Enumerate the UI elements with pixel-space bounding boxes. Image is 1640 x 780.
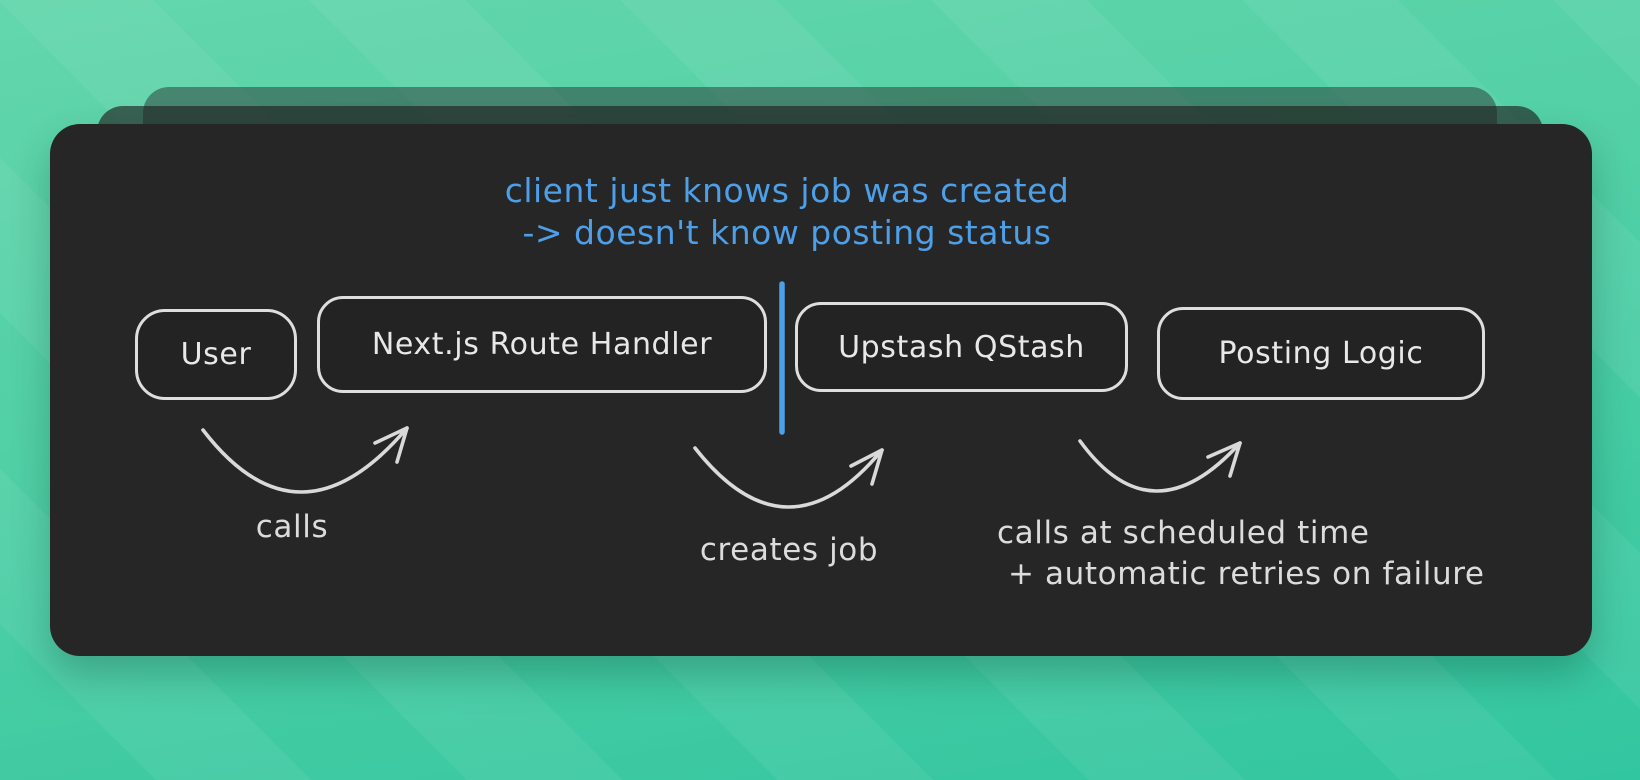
edge-label-calls: calls — [255, 509, 329, 545]
node-user-label: User — [180, 337, 252, 372]
node-route-handler: Next.js Route Handler — [317, 296, 767, 393]
edge-label-creates-job: creates job — [699, 532, 879, 568]
annotation-line-2: -> doesn't know posting status — [522, 213, 1052, 252]
edge-label-scheduled-line1: calls at scheduled time — [997, 515, 1370, 551]
client-status-annotation: client just knows job was created -> doe… — [505, 170, 1070, 254]
node-qstash-label: Upstash QStash — [838, 329, 1085, 365]
annotation-line-1: client just knows job was created — [504, 171, 1070, 210]
node-qstash: Upstash QStash — [795, 302, 1128, 392]
node-route-handler-label: Next.js Route Handler — [371, 327, 713, 362]
node-user: User — [135, 309, 297, 400]
node-posting-logic-label: Posting Logic — [1218, 336, 1424, 371]
node-posting-logic: Posting Logic — [1157, 307, 1485, 400]
edge-label-scheduled-line2: + automatic retries on failure — [1008, 556, 1485, 592]
